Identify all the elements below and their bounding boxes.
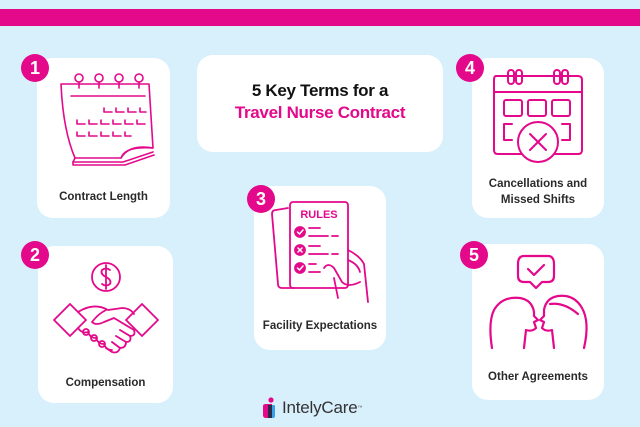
calendar-pages-icon xyxy=(60,73,155,166)
title-card: 5 Key Terms for a Travel Nurse Contract xyxy=(197,55,443,152)
calendar-cancel-icon xyxy=(493,69,583,163)
term-label-line1: Cancellations and xyxy=(488,178,588,190)
people-agreement-icon xyxy=(489,254,588,350)
rules-clipboard-icon: RULES xyxy=(271,201,369,303)
number-badge-2: 2 xyxy=(21,241,49,269)
term-card-cancellations: Cancellations and Missed Shifts xyxy=(472,58,604,218)
term-label: Compensation xyxy=(65,377,146,389)
intelycare-logo: IntelyCare ™ xyxy=(262,396,362,420)
term-label: Other Agreements xyxy=(488,371,588,383)
number-badge-3: 3 xyxy=(247,185,275,213)
term-card-facility-expectations: RULES Facility Expectations xyxy=(254,186,386,350)
title-line-2: Travel Nurse Contract xyxy=(234,103,406,122)
number-badge-1: 1 xyxy=(21,54,49,82)
logo-trademark: ™ xyxy=(357,405,363,411)
svg-text:RULES: RULES xyxy=(300,209,337,221)
term-label-line2: Missed Shifts xyxy=(500,194,576,206)
term-card-other-agreements: Other Agreements xyxy=(472,244,604,400)
intelycare-logo-icon xyxy=(263,397,275,418)
term-label: Contract Length xyxy=(59,191,148,203)
logo-text: IntelyCare xyxy=(282,398,358,417)
title-line-1: 5 Key Terms for a xyxy=(251,81,389,100)
term-card-compensation: Compensation xyxy=(38,246,173,403)
handshake-dollar-icon xyxy=(53,262,159,354)
number-badge-4: 4 xyxy=(456,54,484,82)
top-accent-bar xyxy=(0,9,640,26)
term-card-contract-length: Contract Length xyxy=(37,58,170,218)
number-badge-5: 5 xyxy=(460,241,488,269)
term-label: Facility Expectations xyxy=(262,320,378,332)
